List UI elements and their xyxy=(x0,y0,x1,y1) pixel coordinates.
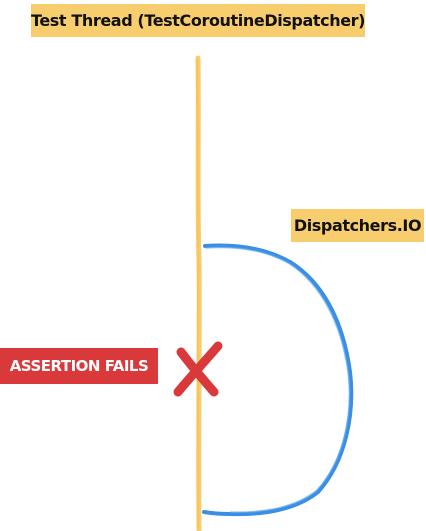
test-thread-label: Test Thread (TestCoroutineDispatcher) xyxy=(31,4,365,37)
dispatchers-io-path-texture xyxy=(205,246,351,513)
test-thread-line-highlight xyxy=(196,59,200,529)
dispatchers-io-label: Dispatchers.IO xyxy=(291,209,424,242)
assertion-fails-label: ASSERTION FAILS xyxy=(0,348,158,384)
dispatchers-io-path xyxy=(202,243,354,517)
x-mark-icon xyxy=(173,341,223,397)
